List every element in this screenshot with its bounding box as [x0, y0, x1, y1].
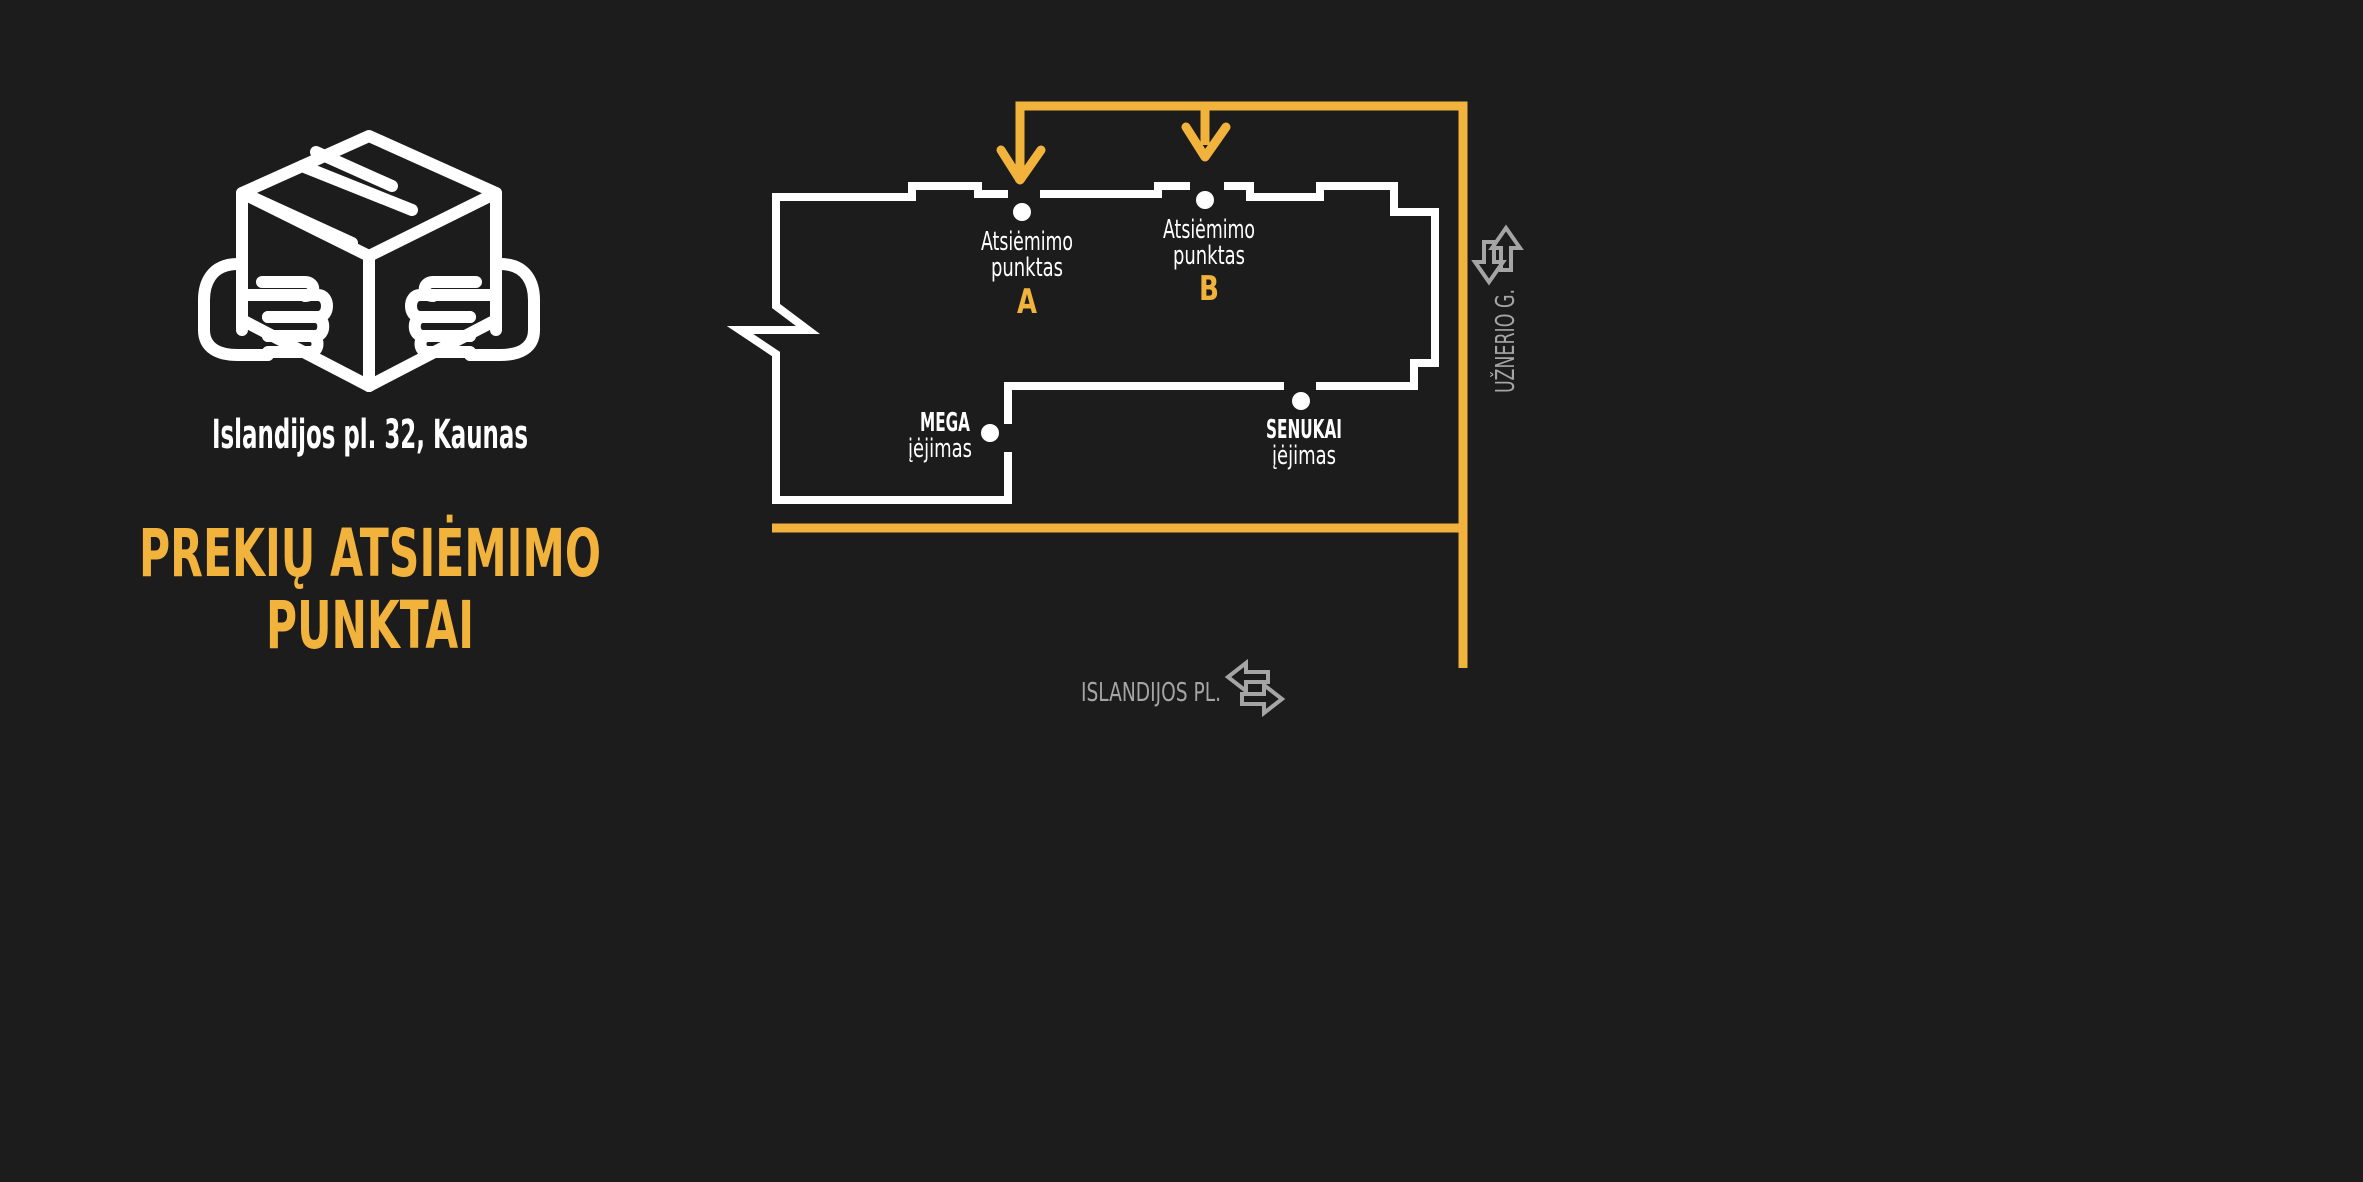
- pickup-point-a-marker: [1013, 203, 1031, 221]
- two-way-arrows-icon: [1224, 658, 1286, 718]
- pickup-point-b-marker: [1196, 191, 1214, 209]
- pickup-point-a-line2: punktas: [991, 253, 1063, 283]
- senukai-entrance-label: įėjimas: [1272, 441, 1336, 471]
- mega-entrance-marker: [981, 424, 999, 442]
- uznerio-road-line: [1015, 101, 1468, 668]
- page-title-line1: PREKIŲ ATSIĖMIMO: [139, 515, 601, 592]
- street-label-uznerio: UŽNERIO G.: [1489, 289, 1521, 393]
- building-outline: [726, 182, 1439, 504]
- two-way-arrows-icon: [1471, 224, 1524, 286]
- mega-entrance-name: MEGA: [920, 408, 970, 438]
- roads: [772, 101, 1468, 668]
- pickup-point-b-line1: Atsiėmimo: [1163, 215, 1255, 245]
- pickup-point-b-line2: punktas: [1173, 241, 1245, 271]
- senukai-entrance-marker: [1292, 392, 1310, 410]
- street-label-islandijos: ISLANDIJOS PL.: [1081, 678, 1221, 708]
- pickup-point-a-line1: Atsiėmimo: [981, 227, 1073, 257]
- page-title-line2: PUNKTAI: [266, 587, 474, 664]
- pickup-point-b-letter: B: [1199, 269, 1219, 309]
- down-arrow-icon: [1181, 122, 1231, 162]
- box-with-hands-icon: [198, 130, 540, 392]
- senukai-entrance-name: SENUKAI: [1266, 415, 1342, 445]
- pickup-point-a-letter: A: [1017, 282, 1038, 322]
- address-text: Islandijos pl. 32, Kaunas: [212, 412, 528, 458]
- down-arrow-icon: [996, 145, 1046, 185]
- mega-entrance-label: įėjimas: [908, 434, 972, 464]
